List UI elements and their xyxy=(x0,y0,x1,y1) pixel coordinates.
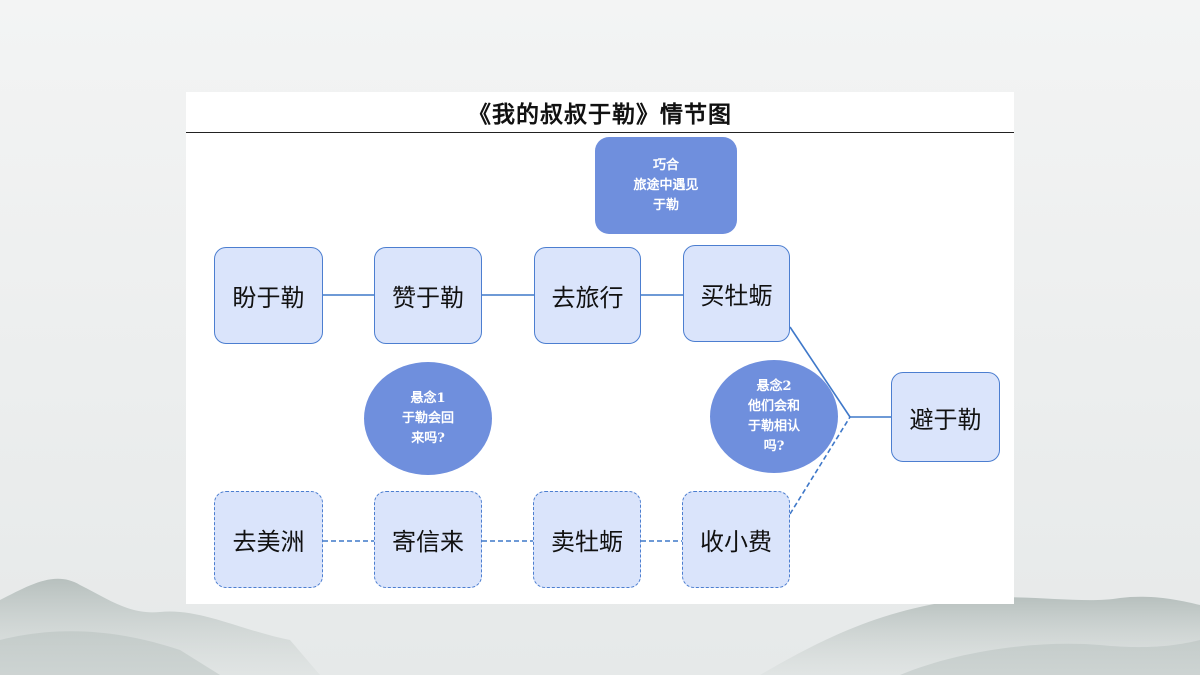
plot-node-mai-muli-sell: 卖牡蛎 xyxy=(533,491,641,588)
callout-coincidence-line: 于勒 xyxy=(652,197,679,213)
plot-node-shou-xiaofei: 收小费 xyxy=(682,491,790,588)
plot-node-mai-muli: 买牡蛎 xyxy=(683,245,790,342)
connector-lines xyxy=(323,294,891,542)
callout-suspense-1-line: 来吗? xyxy=(411,430,445,446)
callout-suspense-2-line: 悬念2 xyxy=(756,378,792,394)
callout-suspense-1-line: 悬念1 xyxy=(410,390,446,406)
callout-suspense-2-line: 吗? xyxy=(763,438,785,454)
diagram-title: 《我的叔叔于勒》情节图 xyxy=(186,92,1014,133)
plot-node-zan-yule: 赞于勒 xyxy=(374,247,482,344)
plot-node-bi-yule: 避于勒 xyxy=(891,372,1000,462)
callout-coincidence: 巧合 旅途中遇见 于勒 xyxy=(595,137,737,234)
callout-suspense-1-line: 于勒会回 xyxy=(401,410,454,426)
callout-coincidence-line: 旅途中遇见 xyxy=(633,177,699,193)
callout-suspense-2-line: 他们会和 xyxy=(747,398,800,414)
callout-suspense-1: 悬念1 于勒会回 来吗? xyxy=(364,362,492,475)
plot-node-ji-xinlai: 寄信来 xyxy=(374,491,482,588)
callout-suspense-2-line: 于勒相认 xyxy=(747,418,800,434)
plot-node-qu-lvxing: 去旅行 xyxy=(534,247,641,344)
connector-bottom-to-end xyxy=(789,416,851,515)
diagram-panel: 《我的叔叔于勒》情节图 盼于勒 赞于勒 去旅行 买牡蛎 避于勒 去美洲 寄信来 … xyxy=(186,92,1014,604)
callout-suspense-2: 悬念2 他们会和 于勒相认 吗? xyxy=(710,360,838,473)
callout-coincidence-line: 巧合 xyxy=(652,157,679,173)
connector-top-to-end xyxy=(789,326,851,418)
plot-node-qu-meizhou: 去美洲 xyxy=(214,491,323,588)
plot-node-pan-yule: 盼于勒 xyxy=(214,247,323,344)
